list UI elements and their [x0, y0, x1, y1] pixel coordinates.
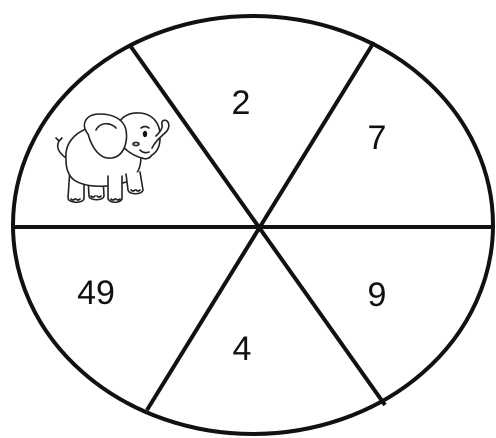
segment-label-upper-right: 7 — [368, 119, 387, 157]
segment-label-lower-right: 9 — [368, 276, 387, 314]
segment-label-bottom: 4 — [233, 330, 252, 368]
segment-label-lower-left: 49 — [77, 274, 115, 312]
segment-label-top: 2 — [232, 84, 251, 122]
